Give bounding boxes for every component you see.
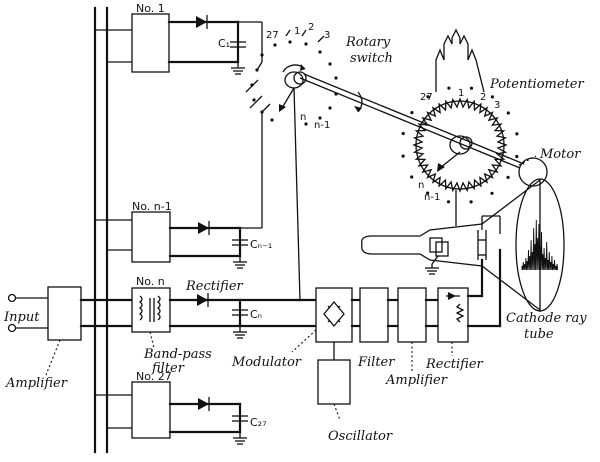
potentiometer-contact-dot <box>469 200 473 204</box>
amplifier-mid-label: Amplifier <box>385 373 448 388</box>
crt-label-line2: tube <box>524 327 554 342</box>
channel-no27-label: No. 27 <box>136 370 172 383</box>
potentiometer-label: Potentiometer <box>489 77 584 92</box>
oscillator-box <box>317 359 351 405</box>
switch-contact-n: n <box>300 112 306 123</box>
shaft-line-1 <box>299 77 521 169</box>
switch-contact-2: 2 <box>308 22 314 33</box>
bpf-inductor-2 <box>156 295 161 321</box>
pot-contact-3: 3 <box>494 100 500 111</box>
rectifier-bottom-label: Rectifier <box>425 357 484 372</box>
crt-envelope <box>361 178 541 312</box>
switch-contact-27: 27 <box>266 30 279 41</box>
capacitor-c27-label: C₂₇ <box>250 416 267 429</box>
potentiometer-contact-dot <box>469 86 474 90</box>
channel-no1-label: No. 1 <box>136 2 165 15</box>
diode-no-n-1 <box>198 222 209 234</box>
channel-no-n-label: No. n <box>136 275 165 288</box>
potentiometer-contact-dot <box>401 131 405 136</box>
switch-contact-1: 1 <box>294 26 300 37</box>
rectifier-bottom-diode <box>448 292 456 300</box>
pot-contact-2: 2 <box>480 92 486 103</box>
pot-contact-n: n <box>418 180 424 191</box>
potentiometer-contact-dot <box>401 154 405 158</box>
switch-contact-3: 3 <box>324 30 330 41</box>
rotary-switch-label-line1: Rotary <box>345 35 391 50</box>
potentiometer-wiper <box>439 151 461 169</box>
potentiometer-teeth <box>412 97 508 193</box>
amplifier-input-label: Amplifier <box>5 376 68 391</box>
potentiometer-contact-dot <box>515 154 519 159</box>
capacitor-c1-label: C₁ <box>218 37 230 50</box>
rectifier-bottom-resistor <box>455 303 465 323</box>
capacitor-cn-label: Cₙ <box>250 308 262 321</box>
diode-no1 <box>196 16 207 28</box>
potentiometer-hand-contacts <box>435 28 485 93</box>
pot-contact-27: 27 <box>420 92 433 103</box>
potentiometer-contact-dot <box>506 111 510 115</box>
oscillator-label: Oscillator <box>328 429 393 444</box>
modulator-label: Modulator <box>231 355 302 370</box>
filter-box <box>359 287 389 343</box>
motor-label: Motor <box>539 147 581 162</box>
modulator-bridge <box>323 300 345 328</box>
potentiometer-contact-dot <box>446 200 451 204</box>
input-terminal-top <box>7 293 17 303</box>
potentiometer-hub <box>449 135 471 155</box>
channel-no-n-1-label: No. n-1 <box>132 200 172 213</box>
channel-no1-box <box>131 13 170 73</box>
rotary-switch-label-line2: switch <box>350 51 393 66</box>
diode-no27 <box>198 398 209 410</box>
amplifier-input-box <box>47 286 82 341</box>
crt-spectrum-lines <box>521 219 559 271</box>
potentiometer-contact-dot <box>490 191 494 195</box>
potentiometer-contact-dot <box>426 191 430 195</box>
potentiometer-contact-dot <box>410 175 414 179</box>
potentiometer-contact-dot <box>447 86 451 90</box>
input-terminal-bottom <box>7 323 17 333</box>
potentiometer-contact-dot <box>515 132 519 136</box>
band-pass-label-line1: Band-pass <box>143 347 212 362</box>
channel-no27-box <box>131 381 171 439</box>
bpf-inductor-1 <box>138 295 143 321</box>
pot-contact-1: 1 <box>458 88 464 99</box>
shaft-line-2 <box>303 73 525 165</box>
modulator-box <box>315 287 353 343</box>
pot-contact-n-1: n-1 <box>424 192 440 203</box>
band-pass-filter-box <box>131 287 171 333</box>
band-pass-label-line2: filter <box>151 361 185 376</box>
capacitor-cn-1-label: Cₙ₋₁ <box>250 238 272 251</box>
rotary-switch <box>245 29 338 301</box>
filter-label: Filter <box>357 355 395 370</box>
switch-contact-n-1: n-1 <box>314 120 330 131</box>
rectifier-top-label: Rectifier <box>185 279 244 294</box>
amplifier-mid-box <box>397 287 427 343</box>
potentiometer-contact-dot <box>426 95 430 99</box>
channel-no-n-1-box <box>131 211 171 263</box>
diode-no-n <box>197 294 208 306</box>
potentiometer <box>401 28 519 226</box>
potentiometer-contact-dot <box>490 95 494 99</box>
potentiometer-contact-dot <box>506 175 510 179</box>
rotary-switch-wiper <box>281 87 295 109</box>
crt-label-line1: Cathode ray <box>506 311 587 326</box>
potentiometer-contact-dot <box>410 111 414 115</box>
crt-spectrum-trace <box>521 219 559 271</box>
input-label: Input <box>3 310 40 325</box>
